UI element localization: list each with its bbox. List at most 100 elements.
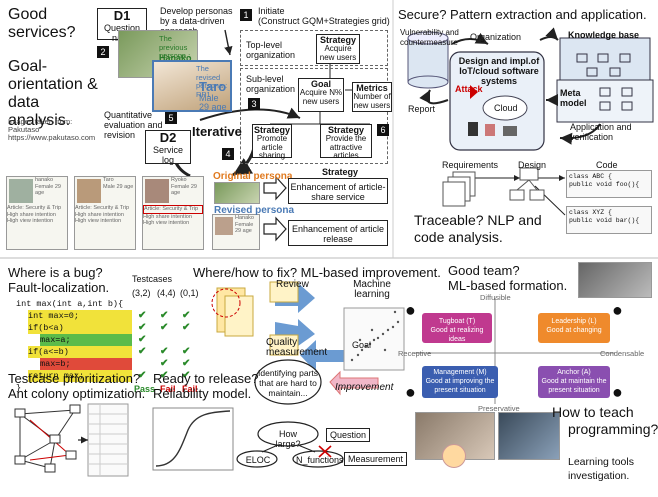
ml-title: Where/how to fix? ML-based improvement. [193,265,441,280]
metrics-box: Metrics Number of new users [352,82,392,112]
credit-line2: Pakutaso [8,125,40,134]
arrow-improvement [329,370,379,396]
avatar [9,179,33,203]
database-vuln [407,37,449,83]
team-title: Good team? [448,263,520,278]
arrow-d1-hanako [224,29,233,56]
strategy-top-box: Strategy Acquire new users [316,34,360,64]
credit-line3: https://www.pakutaso.com [8,133,96,142]
code-line: } [16,383,22,393]
testcase-col-2: (4,4) [157,288,176,298]
report-label: Report [408,104,436,114]
person-icon: ● [612,300,623,320]
car-icon [502,126,517,136]
person-icon: ● [612,382,623,402]
release-subtitle: Reliability model. [153,386,252,401]
vuln-label: Vulnerability and countermeasure [400,28,459,47]
code-line: if(a<=b) [28,346,132,358]
code-line: max=a; [40,334,132,346]
taro-name: Taro [199,79,227,94]
avatar [145,179,169,203]
receptive-label: Receptive [398,349,432,358]
top-level-org-label: Top-level organization [246,40,296,60]
teach-subtitle: programming? [568,421,658,437]
taro-photo: The revised persona : RP1 Taro Male 29 a… [152,60,232,112]
kb-label: Knowledge base [568,30,640,40]
strategy-promote-box: Strategy Promote article sharing [252,124,292,160]
avatar [77,179,101,203]
step-2-badge: 2 [97,46,109,58]
step-5-badge: 5 [165,112,177,124]
device-icon [485,124,496,136]
testcases-label: Testcases [132,274,173,284]
bug-title: Where is a bug? [8,265,103,280]
testcase-list [87,403,129,477]
organization-label: Organization [470,32,522,42]
testcase-title: Testcase prioritization? [8,371,141,386]
identify-text: Identifying parts that are hard to maint… [258,368,319,398]
strategy-provide-box: Strategy Provide the attractive articles [320,124,372,160]
enhancement-share-box: Enhancement of article-share service [288,178,388,204]
testcase-subtitle: Ant colony optimization. [8,386,146,401]
arrow-revised-strategy [263,216,287,242]
attack-label: Attack [455,84,483,94]
nfunc-label: N_functions [296,455,344,465]
how-large-bubble [257,421,319,447]
cloud-label: Cloud [494,103,518,113]
appver-label: Application and verification [570,122,632,142]
code-line: return max; [28,370,132,382]
bug-subtitle: Fault-localization. [8,280,110,295]
question-box: Question [326,428,371,442]
traceable-title: Traceable? NLP and code analysis. [414,212,542,245]
step-3-badge: 3 [248,98,260,110]
role-tugboat: Tugboat (T)Good at realizing ideas [422,313,492,343]
initiate-sub: (Construct GQM+Strategies grid) [258,16,390,26]
goal-box: Goal Acquire N% new users [298,78,344,112]
reliability-chart [152,407,234,471]
d2-box: D2 Service log [145,130,191,165]
sub-level-org-label: Sub-level organization [246,74,296,94]
diffusible-label: Diffusible [480,293,511,302]
cross-icon [318,445,332,458]
step-6-badge: 6 [377,124,389,136]
good-services-title: Good services? [8,6,76,41]
condensable-label: Condensable [600,349,645,358]
arrow-quality [275,319,315,346]
person-icon: ● [405,300,416,320]
tools-line2: investigation. [568,470,630,482]
cloud-shape [482,95,528,121]
result-pass: Pass [134,384,156,394]
quant-eval-label: Quantitative evaluation and revision [104,110,163,140]
release-title: Ready to release? [153,371,259,386]
goal-orientation-title: Goal-orientation & data analysis. [8,58,98,129]
iterative-label: Iterative [192,124,242,139]
code-block: int max(int a,int b){ int max=0; if(b<a)… [16,298,216,394]
requirements-label: Requirements [442,160,499,170]
code-line: if(b<a) [28,322,132,334]
tools-line1: Learning tools [568,456,634,468]
measurement-box: Measurement [344,452,408,466]
laptop-photo [498,412,560,460]
testcase-col-3: (0,1) [180,288,199,298]
code-snippet-2: class XYZ {public void bar(){ [566,206,652,234]
hanako-name: Hanako [159,53,192,63]
identify-bubble [254,359,322,405]
team-photo [578,262,652,298]
result-fail-1: Fail [160,384,176,394]
code-snippet-1: class ABC {public void foo(){ [566,170,652,198]
device-icons [468,122,528,142]
code-line: int max=0; [28,310,132,322]
original-persona-label: Original persona [213,171,293,182]
arrow-original-strategy [263,175,287,201]
goal-label: Goal [352,340,372,350]
code-line: int max(int a,int b){ [16,299,124,309]
strategy-heading: Strategy [322,167,359,177]
quality-label: Quality measurement [266,337,328,358]
quality-doc-icon [269,334,299,356]
testcase-col-1: (3,2) [132,288,151,298]
